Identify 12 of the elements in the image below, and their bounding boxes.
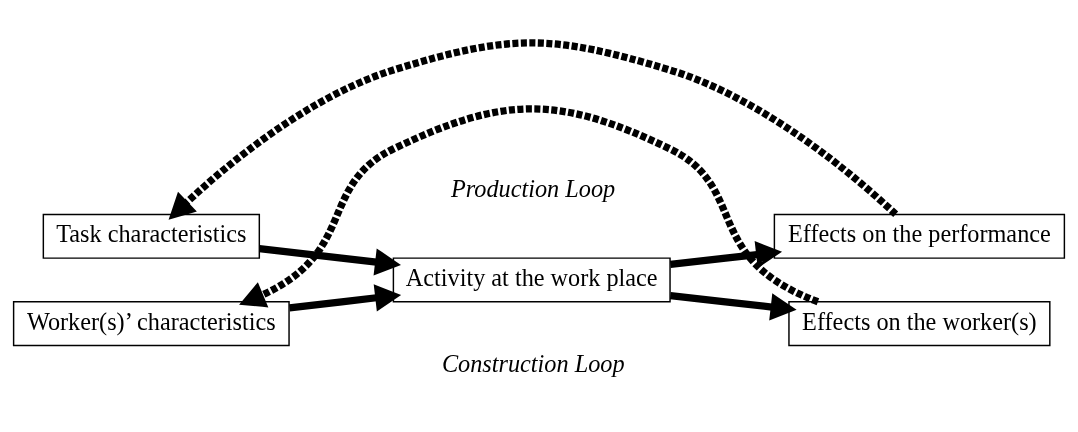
node-box: Worker(s)’ characteristics xyxy=(12,301,290,347)
arrow xyxy=(239,105,820,308)
node-box: Effects on the worker(s) xyxy=(788,301,1051,347)
arrow xyxy=(669,241,783,269)
arrow xyxy=(258,245,401,276)
node-box: Task characteristics xyxy=(42,213,261,259)
node-box: Activity at the work place xyxy=(392,257,671,303)
arrow xyxy=(669,291,797,321)
arrow xyxy=(168,39,899,220)
label: Production Loop xyxy=(451,175,616,203)
label: Construction Loop xyxy=(441,350,625,378)
node-box: Effects on the performance xyxy=(773,213,1066,259)
